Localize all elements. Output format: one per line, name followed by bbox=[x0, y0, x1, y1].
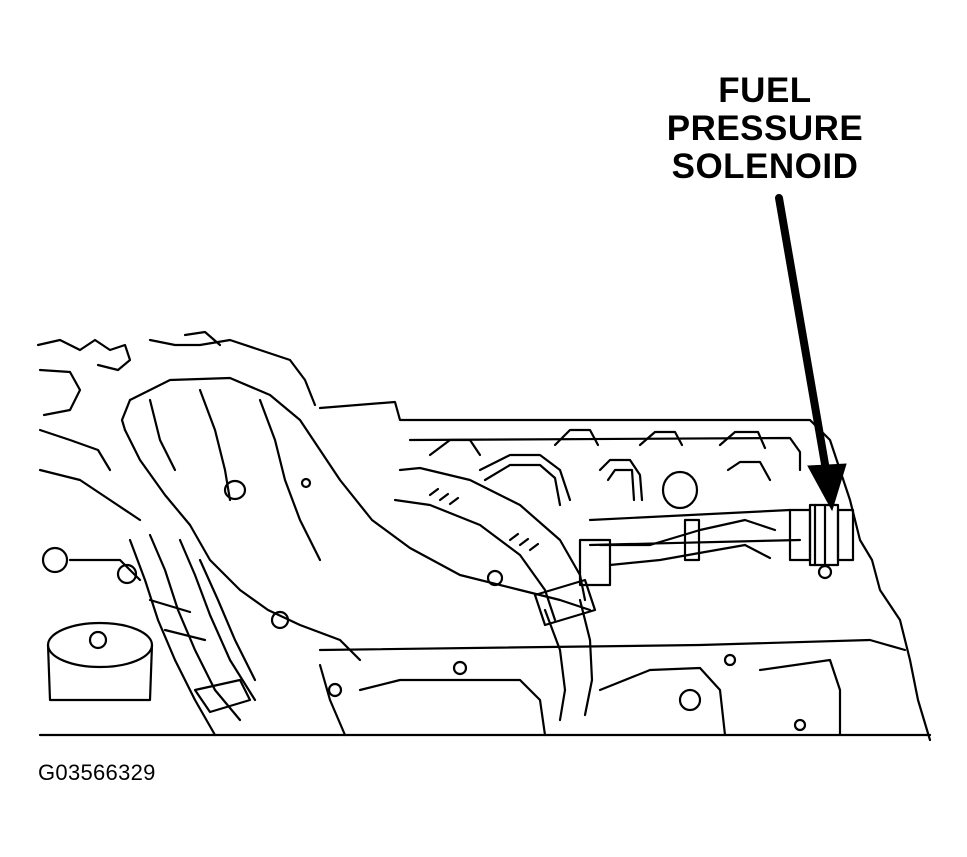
callout-arrow bbox=[775, 194, 847, 512]
oil-cap bbox=[46, 621, 154, 669]
lower-hose bbox=[543, 608, 567, 722]
callout-label-line1: FUEL bbox=[718, 71, 812, 110]
callout-label-line2: PRESSURE bbox=[666, 109, 864, 148]
fuel-pressure-solenoid-shape bbox=[788, 503, 855, 580]
figure-id-label: G03566329 bbox=[38, 760, 156, 785]
intake-tube bbox=[128, 376, 592, 612]
valve-cover-outline bbox=[318, 400, 932, 742]
callout-label-line3: SOLENOID bbox=[671, 147, 859, 186]
